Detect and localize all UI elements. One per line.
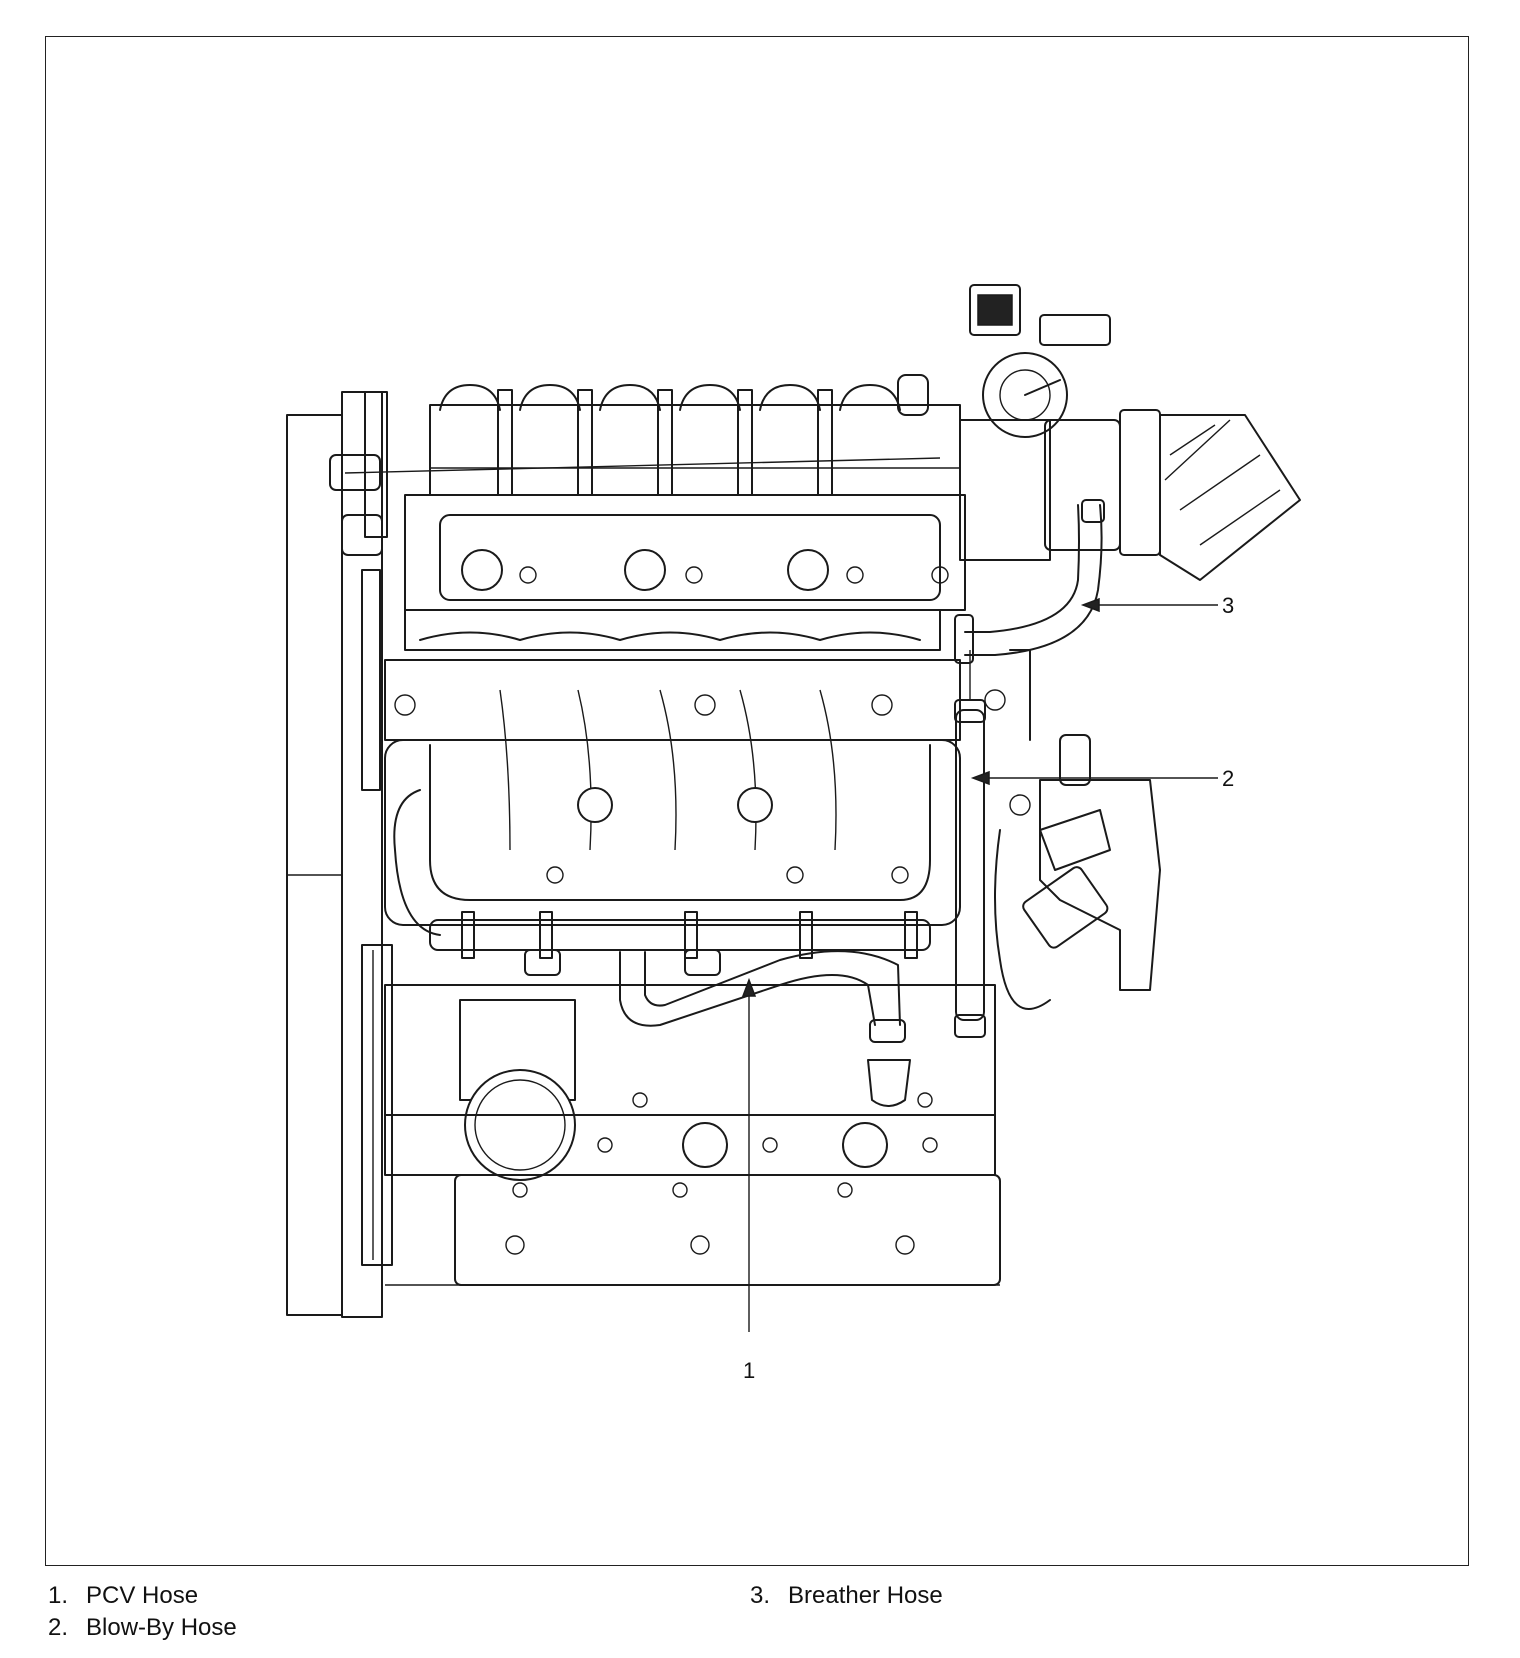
callout-1: 1: [743, 1358, 755, 1383]
blow-by-hose: [954, 650, 986, 1038]
thermostat-housing: [984, 649, 1161, 1010]
legend-label: Blow-By Hose: [86, 1614, 237, 1641]
valve-cover: [384, 659, 961, 936]
cylinder-head: [404, 494, 966, 651]
fuel-rail: [429, 911, 931, 976]
legend-label: Breather Hose: [788, 1582, 943, 1609]
breather-hose: [954, 499, 1105, 664]
legend-number: 2.: [48, 1614, 69, 1641]
legend-number: 1.: [48, 1582, 69, 1609]
throttle-body: [959, 284, 1301, 581]
pcv-hose: [619, 950, 911, 1107]
engine-block-lower: [384, 984, 1001, 1286]
leader-lines: [741, 597, 1218, 1332]
legend-left: 1. PCV Hose 2. Blow-By Hose: [48, 1580, 237, 1644]
callout-3: 3: [1222, 593, 1234, 618]
intake-manifold: [344, 374, 961, 496]
figure-frame: [45, 36, 1469, 1566]
legend-right: 3. Breather Hose: [750, 1580, 943, 1612]
legend-item-pcv-hose: 1. PCV Hose: [48, 1580, 237, 1612]
legend-item-breather-hose: 3. Breather Hose: [750, 1580, 943, 1612]
legend-label: PCV Hose: [86, 1582, 199, 1609]
timing-cover: [286, 391, 393, 1318]
callout-2: 2: [1222, 766, 1234, 791]
legend-number: 3.: [750, 1582, 771, 1609]
legend-item-blow-by-hose: 2. Blow-By Hose: [48, 1612, 237, 1644]
